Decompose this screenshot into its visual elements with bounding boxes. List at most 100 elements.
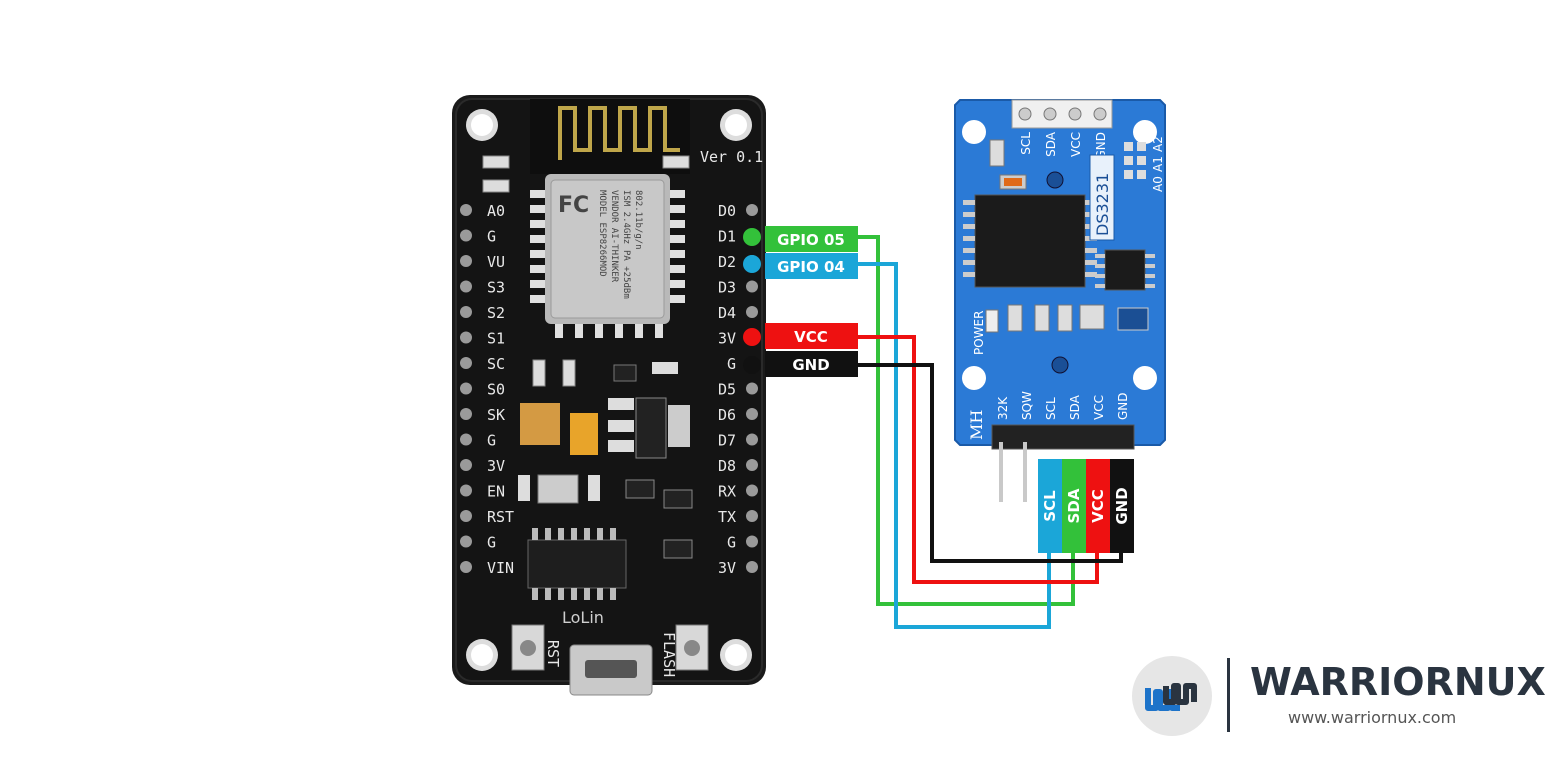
usb-serial-chip xyxy=(527,528,627,600)
wire-gnd: GND xyxy=(743,351,1123,563)
pin-hole xyxy=(460,433,472,446)
ds3231-chip xyxy=(963,194,1097,288)
svg-text:PA +25dBm: PA +25dBm xyxy=(621,250,631,299)
pin-hole xyxy=(460,280,472,293)
brand-separator xyxy=(1227,658,1230,732)
fcc-mark: FC xyxy=(558,193,589,218)
address-jumpers: A0 A1 A2 xyxy=(1124,136,1165,192)
rst-button-label: RST xyxy=(544,640,562,667)
address-pin-label: A1 xyxy=(1151,156,1165,172)
pin-connection-dot xyxy=(743,356,761,374)
pin-tag-label: GPIO 04 xyxy=(777,258,845,276)
rtc-bottom-pin-label: SCL xyxy=(1044,397,1058,420)
pin-hole xyxy=(746,280,758,293)
svg-text:802.11b/g/n: 802.11b/g/n xyxy=(633,190,643,250)
pin-tag-label: GND xyxy=(792,356,829,374)
left-pin-label: S0 xyxy=(487,381,505,399)
rtc-top-pin-label: GND xyxy=(1094,132,1108,160)
rtc-wire-tag-gnd: GND xyxy=(1110,459,1134,553)
rtc-bottom-pin-label: VCC xyxy=(1092,395,1106,420)
micro-usb-port xyxy=(569,644,653,696)
pin-hole xyxy=(460,204,472,216)
rtc-bottom-header xyxy=(991,424,1135,502)
rtc-wire-tag-label: VCC xyxy=(1089,489,1107,523)
rtc-top-pin-label: SCL xyxy=(1019,132,1033,155)
rtc-wire-tag-label: SDA xyxy=(1065,488,1083,523)
brand-logo-icon xyxy=(1132,656,1212,736)
right-pin-label: D1 xyxy=(718,228,736,246)
pin-tag xyxy=(765,226,858,252)
brand-block: WARRIORNUX www.warriornux.com xyxy=(1132,654,1546,736)
rtc-bottom-pin-labels: 32K SQW SCL SDA VCC GND xyxy=(996,391,1130,420)
wire-gpio-05: GPIO 05 xyxy=(743,226,1075,606)
board-version: Ver 0.1 xyxy=(700,148,763,166)
pin-hole xyxy=(746,484,758,497)
rtc-bottom-pin-label: SQW xyxy=(1020,391,1034,420)
right-pin-label: D2 xyxy=(718,253,736,271)
brand-url: www.warriornux.com xyxy=(1288,708,1457,727)
left-pin-label: EN xyxy=(487,483,505,501)
pin-hole xyxy=(460,561,472,573)
rtc-wire-tag-sda: SDA xyxy=(1062,459,1086,553)
pin-hole xyxy=(460,459,472,471)
address-pin-label: A0 xyxy=(1151,176,1165,192)
pin-hole xyxy=(746,382,758,395)
pin-hole xyxy=(746,535,758,548)
pin-connection-dot xyxy=(743,228,761,246)
pin-hole xyxy=(460,306,472,318)
right-pin-label: G xyxy=(727,534,736,552)
rtc-top-pin-label: SDA xyxy=(1044,131,1058,157)
nodemcu-board: Ver 0.1 FC MODEL ESP8266MOD VENDOR AI-TH… xyxy=(452,95,766,696)
left-pin-label: RST xyxy=(487,508,514,526)
pin-tag xyxy=(765,351,858,377)
maker-label: MH xyxy=(967,410,986,440)
right-pin-label: D5 xyxy=(718,381,736,399)
rtc-wire-tag-vcc: VCC xyxy=(1086,459,1110,553)
svg-text:VENDOR AI-THINKER: VENDOR AI-THINKER xyxy=(609,190,619,283)
rtc-top-pin-label: VCC xyxy=(1069,132,1083,157)
pin-hole xyxy=(746,433,758,446)
address-pin-label: A2 xyxy=(1151,136,1165,152)
rtc-wire-tag-label: SCL xyxy=(1041,490,1059,522)
right-pin-label: 3V xyxy=(718,559,736,577)
right-pin-label: RX xyxy=(718,483,736,501)
pin-hole xyxy=(460,255,472,267)
pin-hole xyxy=(746,510,758,522)
left-pin-label: S2 xyxy=(487,304,505,322)
pin-connection-dot xyxy=(743,328,761,346)
mounting-holes xyxy=(466,109,752,671)
svg-text:MODEL ESP8266MOD: MODEL ESP8266MOD xyxy=(597,190,607,277)
rtc-top-header: SCL SDA VCC GND xyxy=(1011,99,1113,160)
pin-hole xyxy=(746,204,758,216)
left-pin-label: G xyxy=(487,432,496,450)
ds3231-board: SCL SDA VCC GND A0 A1 A2 xyxy=(954,99,1166,553)
left-pin-label: SK xyxy=(487,406,505,424)
right-pin-label: 3V xyxy=(718,330,736,348)
pin-connection-dot xyxy=(743,255,761,273)
eeprom-chip xyxy=(1095,249,1155,291)
flash-button: FLASH xyxy=(660,624,709,677)
right-pin-label: D7 xyxy=(718,432,736,450)
rtc-bottom-pin-label: SDA xyxy=(1068,394,1082,420)
pin-tag xyxy=(765,253,858,279)
esp-module: FC MODEL ESP8266MOD VENDOR AI-THINKER IS… xyxy=(545,174,670,324)
pin-tag-label: VCC xyxy=(794,328,828,346)
pin-hole xyxy=(460,510,472,522)
wire-gpio-04: GPIO 04 xyxy=(743,253,1051,629)
left-pin-label: G xyxy=(487,534,496,552)
pin-hole xyxy=(460,408,472,420)
rtc-bottom-pin-label: GND xyxy=(1116,392,1130,420)
left-pin-label: S1 xyxy=(487,330,505,348)
flash-button-label: FLASH xyxy=(660,632,678,677)
right-pin-label: G xyxy=(727,355,736,373)
chip-label-box: DS3231 xyxy=(1089,154,1115,241)
pin-hole xyxy=(746,561,758,573)
left-pin-label: A0 xyxy=(487,202,505,220)
rst-button: RST xyxy=(511,624,562,671)
right-pin-label: TX xyxy=(718,508,736,526)
pin-hole xyxy=(460,382,472,395)
